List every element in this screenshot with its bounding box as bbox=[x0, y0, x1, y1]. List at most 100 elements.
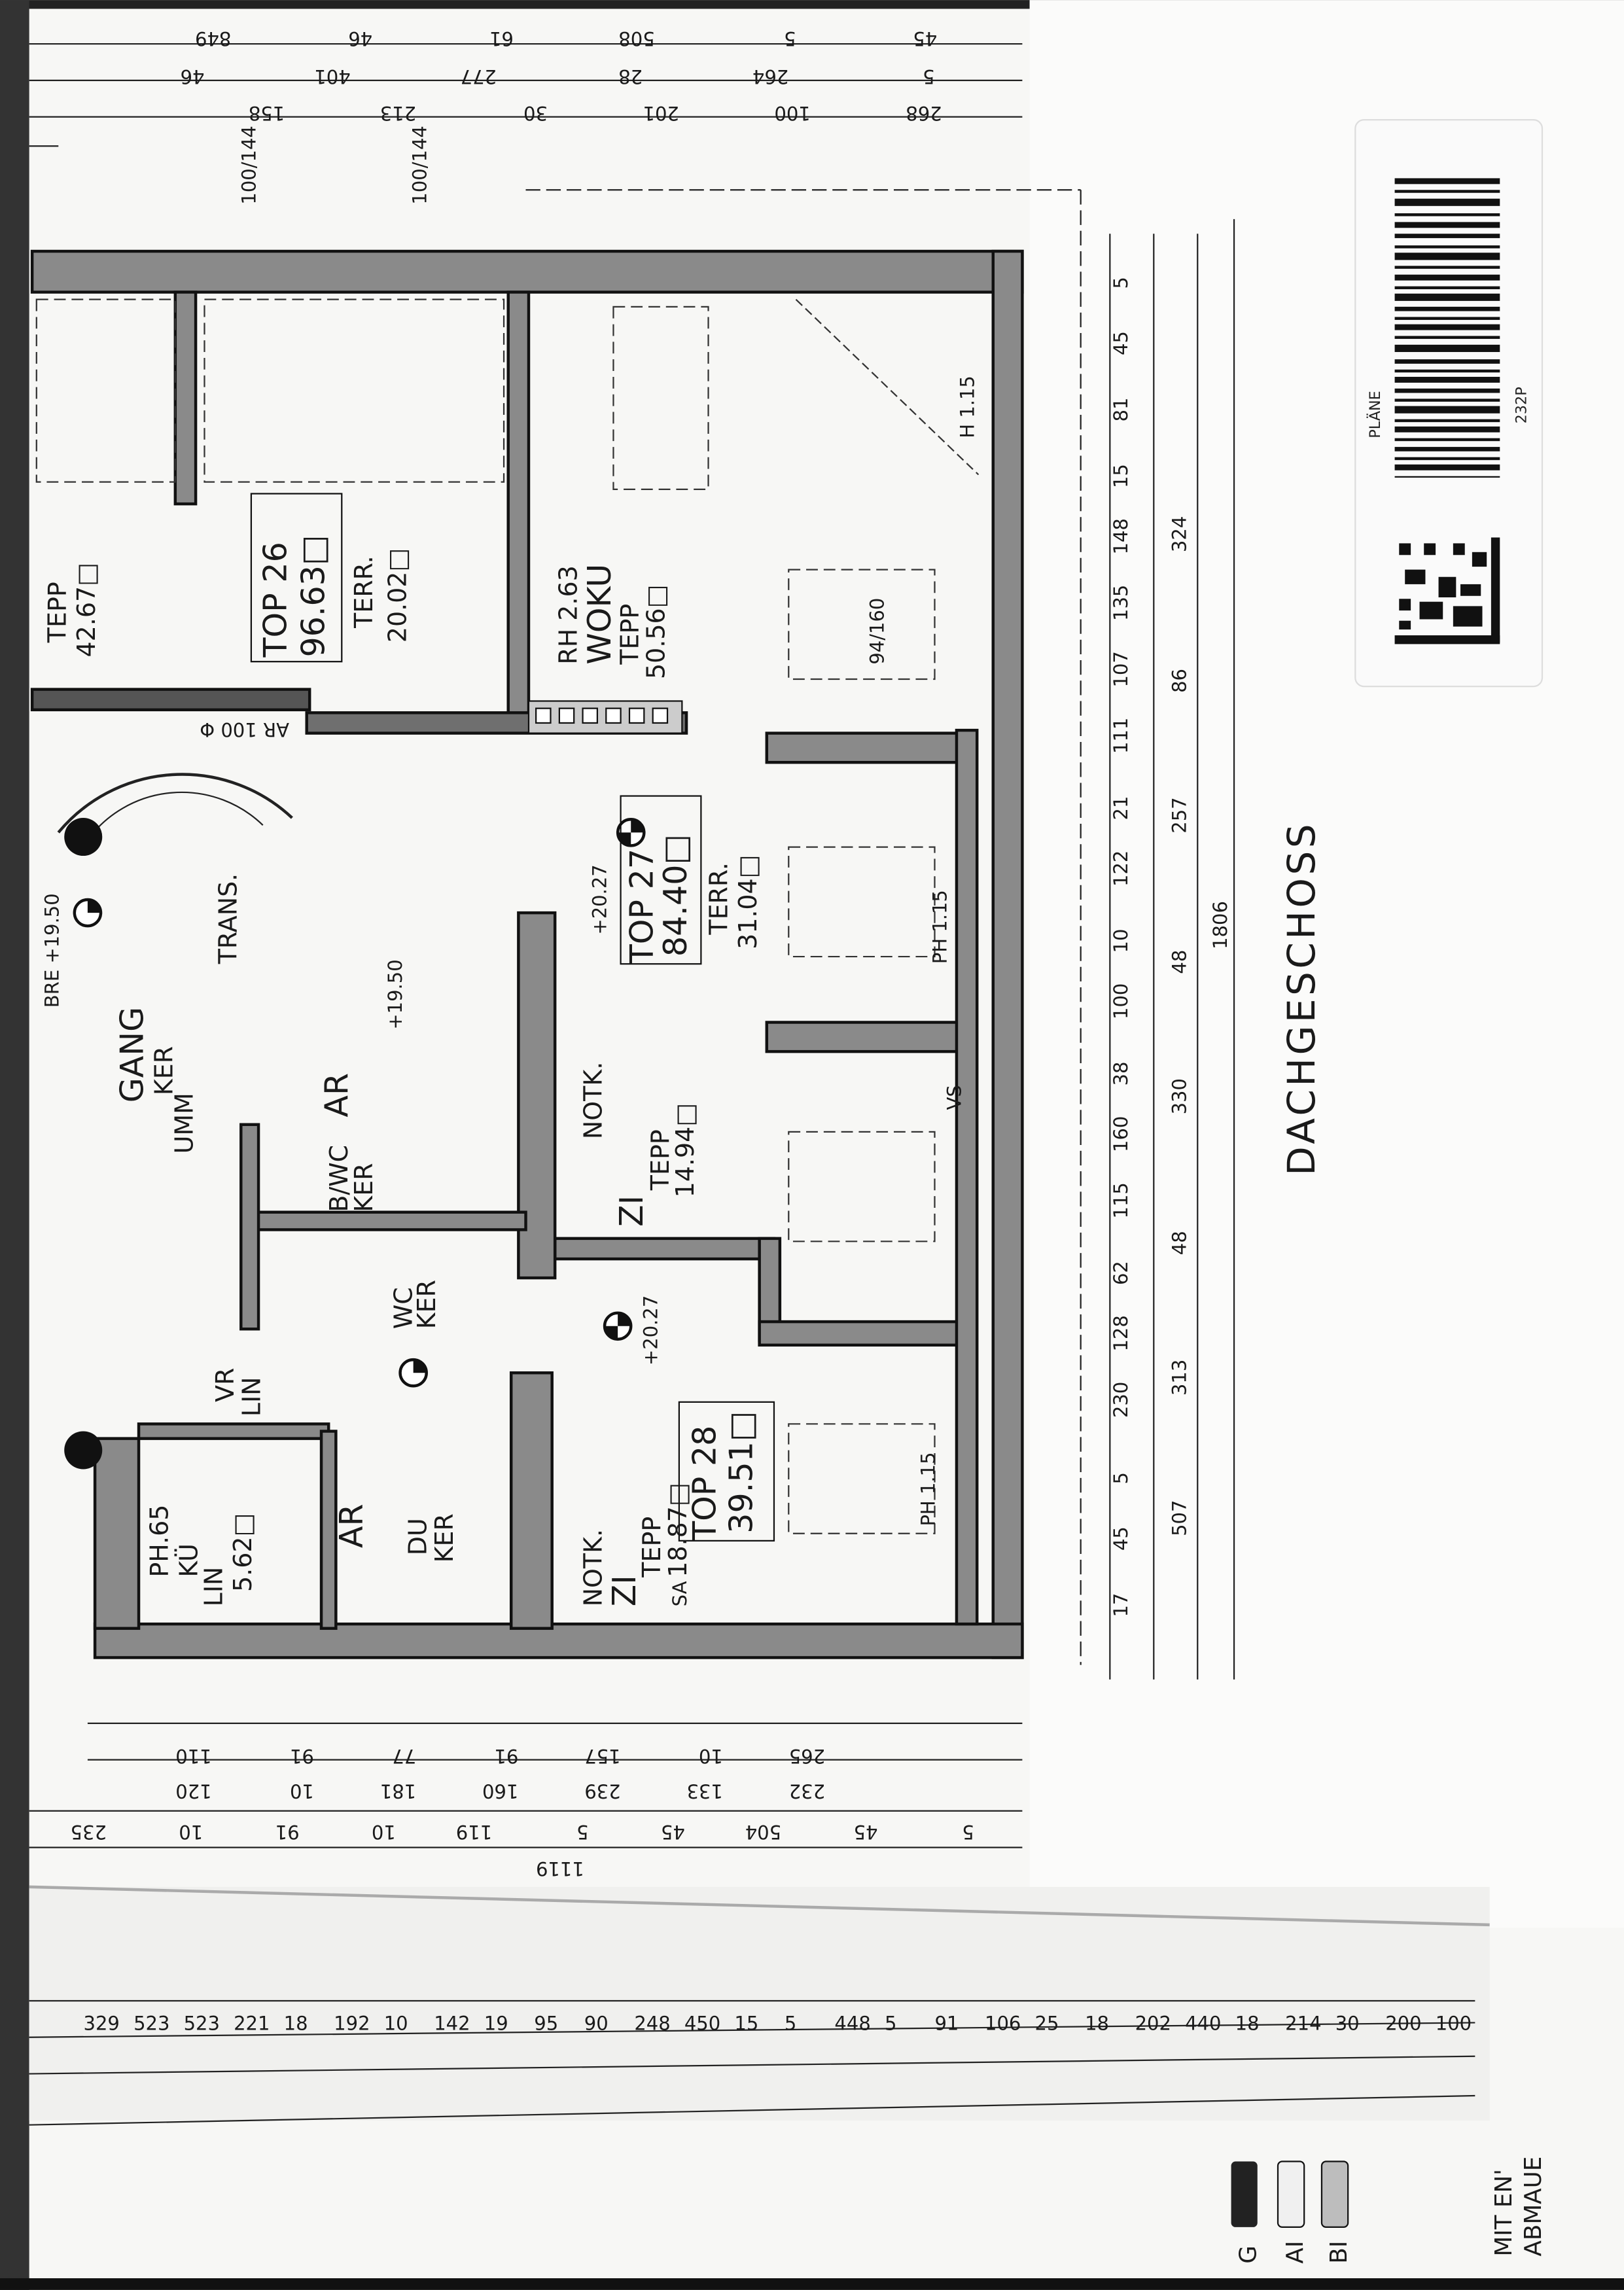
dimension-label-right: 62 bbox=[1110, 1261, 1132, 1285]
lower-sheet bbox=[29, 1885, 1490, 2126]
zi2-name: ZI bbox=[605, 1575, 643, 1606]
column-marker bbox=[64, 1431, 103, 1470]
label-category: PLÄNE bbox=[1366, 391, 1384, 438]
dimension-label-bottom: 119 bbox=[456, 1821, 492, 1843]
gang-floor: KER bbox=[149, 1046, 178, 1095]
dimension-label-right: 100 bbox=[1110, 983, 1132, 1019]
dimension-label-lower-sheet: 18 bbox=[284, 2013, 308, 2035]
ku-ph: PH.65 bbox=[145, 1505, 174, 1577]
window-label: 94/160 bbox=[866, 598, 888, 665]
dimension-label-right: 10 bbox=[1110, 929, 1132, 953]
dimension-label-bottom: 133 bbox=[686, 1780, 722, 1803]
dimension-label-lower-sheet: 221 bbox=[234, 2013, 270, 2035]
dimension-label-top: 201 bbox=[643, 102, 679, 124]
dimension-label-bottom: 235 bbox=[71, 1821, 107, 1843]
label-code: 232P bbox=[1513, 387, 1530, 423]
legend-key-g: G bbox=[1235, 2246, 1262, 2264]
dimension-label-bottom: 45 bbox=[661, 1821, 685, 1843]
dimension-label-right: 111 bbox=[1110, 718, 1132, 754]
dimension-label-bottom: 504 bbox=[745, 1821, 781, 1843]
top27-name: TOP 27 bbox=[623, 849, 661, 964]
dimension-label-top: 100 bbox=[774, 102, 810, 124]
dimension-label-bottom: 160 bbox=[482, 1780, 518, 1803]
dimension-label-right: 313 bbox=[1168, 1360, 1190, 1396]
dimension-label-bottom: 45 bbox=[854, 1821, 878, 1843]
zi2-area: 18.87□ bbox=[663, 1483, 692, 1577]
legend-swatch-g bbox=[1231, 2161, 1258, 2227]
archive-label-card: PLÄNE 232P bbox=[1354, 119, 1544, 688]
dimension-label-right: 5 bbox=[1110, 277, 1132, 289]
wc-name: WC bbox=[389, 1287, 417, 1329]
ku-name: KÜ bbox=[174, 1543, 203, 1577]
top26-name: TOP 26 bbox=[256, 542, 294, 658]
dimension-label-lower-sheet: 18 bbox=[1235, 2013, 1260, 2035]
zi1-area: 14.94□ bbox=[671, 1103, 699, 1197]
notk1-label: NOTK. bbox=[579, 1062, 608, 1139]
top27-terr: TERR. bbox=[705, 862, 733, 936]
dimension-label-bottom: 5 bbox=[962, 1821, 974, 1843]
dimension-label-top: 46 bbox=[348, 27, 372, 50]
dimension-label-bottom-total: 1119 bbox=[536, 1858, 584, 1880]
top-dimension-lines bbox=[29, 43, 1082, 1665]
barcode bbox=[1394, 178, 1500, 478]
dimension-label-top: 401 bbox=[314, 65, 350, 88]
walls bbox=[30, 249, 1024, 1659]
dimension-label-lower-sheet: 95 bbox=[534, 2013, 558, 2035]
legend-key-bi: BI bbox=[1326, 2241, 1352, 2264]
dimension-label-right: 48 bbox=[1168, 950, 1190, 974]
ar1-label: AR bbox=[317, 1073, 355, 1118]
dimension-label-right: 48 bbox=[1168, 1231, 1190, 1255]
dimension-label-top: 46 bbox=[181, 65, 205, 88]
dimension-label-right: 81 bbox=[1110, 398, 1132, 422]
bwc-floor: KER bbox=[349, 1163, 378, 1212]
dimension-label-bottom: 110 bbox=[175, 1745, 211, 1767]
dimension-label-lower-sheet: 100 bbox=[1436, 2013, 1472, 2035]
dimension-label-lower-sheet: 192 bbox=[334, 2013, 370, 2035]
dimension-label-right-total: 1806 bbox=[1209, 901, 1231, 949]
top27-box bbox=[620, 795, 702, 965]
dimension-label-top: 268 bbox=[906, 102, 942, 124]
dimension-label-bottom: 120 bbox=[175, 1780, 211, 1803]
zi1-floor: TEPP bbox=[646, 1129, 675, 1191]
elev-label-3: +19.50 bbox=[384, 959, 406, 1029]
bottom-dimension-lines bbox=[29, 1722, 1023, 1848]
dimension-label-right: 45 bbox=[1110, 1526, 1132, 1551]
dimension-label-lower-sheet: 25 bbox=[1035, 2013, 1059, 2035]
dimension-label-fraction: 100/144 bbox=[409, 126, 431, 204]
dimension-label-right: 324 bbox=[1168, 516, 1190, 552]
dimension-label-right: 115 bbox=[1110, 1182, 1132, 1218]
stair-label: AR 100 Φ bbox=[200, 718, 289, 741]
h-label: H 1.15 bbox=[957, 376, 979, 438]
dimension-label-right: 148 bbox=[1110, 518, 1132, 554]
vr-name: VR bbox=[211, 1368, 239, 1402]
dimension-label-bottom: 10 bbox=[179, 1821, 203, 1843]
right-dimension-lines bbox=[1109, 219, 1235, 1680]
dimension-label-bottom: 91 bbox=[494, 1745, 518, 1767]
woku-area: 50.56□ bbox=[642, 585, 671, 679]
dimension-label-lower-sheet: 142 bbox=[434, 2013, 470, 2035]
dimension-label-right: 122 bbox=[1110, 851, 1132, 887]
sa-label: SA bbox=[669, 1581, 691, 1606]
dimension-label-lower-sheet: 523 bbox=[133, 2013, 169, 2035]
dimension-label-top: 5 bbox=[923, 65, 934, 88]
ph-label-1: PH 1.15 bbox=[928, 890, 951, 964]
ar2-label: AR bbox=[332, 1504, 370, 1548]
dimension-label-top: 28 bbox=[618, 65, 643, 88]
scan-edge-bottom bbox=[0, 2278, 1624, 2290]
dimension-label-bottom: 91 bbox=[275, 1821, 300, 1843]
top26-box bbox=[250, 493, 343, 663]
dimension-label-bottom: 181 bbox=[380, 1780, 416, 1803]
dimension-label-right: 5 bbox=[1110, 1472, 1132, 1484]
dimension-label-bottom: 10 bbox=[372, 1821, 396, 1843]
legend-swatch-ai bbox=[1277, 2160, 1305, 2228]
top27-terr-area: 31.04□ bbox=[733, 854, 762, 949]
dimension-label-bottom: 91 bbox=[290, 1745, 314, 1767]
dimension-label-top: 213 bbox=[380, 102, 416, 124]
gang-name: GANG bbox=[113, 1007, 151, 1102]
elev-label-1: +20.27 bbox=[588, 864, 610, 934]
dimension-label-right: 135 bbox=[1110, 585, 1132, 621]
trans-label: TRANS. bbox=[214, 873, 243, 964]
